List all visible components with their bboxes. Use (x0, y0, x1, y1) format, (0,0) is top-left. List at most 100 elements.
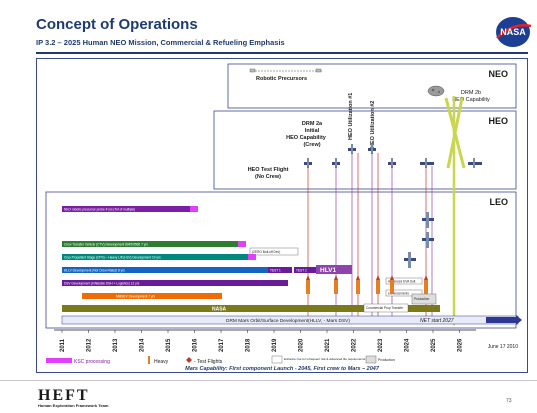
legend-test-flights-label: - Test Flights (194, 359, 223, 365)
neo-robotic-probe-bar (62, 206, 190, 212)
year-tick-label: 2016 (193, 338, 199, 352)
neo-region-label: NEO (488, 69, 508, 79)
nasa-bar-label: NASA (212, 307, 227, 313)
hlv1-block (316, 265, 352, 274)
advanced-eva-box (385, 277, 423, 285)
neo-region (227, 63, 517, 109)
hlv1-label: HLV1 (320, 267, 337, 274)
nasa-logo-swoosh (496, 24, 532, 39)
year-tick-label: 2014 (140, 338, 146, 352)
neo-robotic-probe-label: NEO robotic precursor probe # yrs (Tot o… (64, 208, 135, 212)
drm2a-label: Initial (305, 128, 320, 134)
enhancements-box (385, 289, 423, 297)
year-tick-label: 2011 (60, 338, 66, 352)
nasa-bar (62, 305, 440, 312)
year-tick-label: 2012 (87, 338, 93, 352)
legend-enhance-swatch (271, 355, 283, 364)
heft-logo-subtitle: Human Exploration Framework Team (38, 403, 109, 408)
production-label: Production (414, 297, 429, 301)
rocket-icon (390, 275, 394, 294)
drm2b-label: NEO Capability (452, 97, 490, 103)
crew-transfer-label: Crew Transfer Vehicle (CTV) Development … (64, 243, 148, 247)
cryo-stage-bar (62, 254, 248, 260)
spacecraft-icon (388, 158, 396, 168)
year-tick-label: 2022 (352, 338, 358, 352)
year-tick-label: 2025 (431, 338, 437, 352)
page-subtitle: IP 3.2 – 2025 Human NEO Mission, Commerc… (36, 38, 285, 47)
drm2a-label: DRM 2a (302, 121, 323, 127)
date-label: June 17 2010 (488, 344, 519, 350)
spacecraft-icon (348, 144, 356, 154)
ksc-processing-block (248, 254, 256, 260)
heft-logo: HEFT Human Exploration Framework Team (38, 387, 109, 408)
robotic-precursor-probe-icon (249, 68, 256, 73)
legend-heavy-icon (148, 356, 150, 364)
heft-logo-text: HEFT (38, 387, 90, 404)
concept-of-operations-diagram: NEO HEO LEO Robotic Precursors DRM 2b NE… (36, 58, 528, 373)
spacecraft-icon (420, 158, 434, 168)
legend-production-label: Production (378, 358, 395, 362)
spacecraft-icon (304, 158, 312, 168)
nasa-logo: NASA (496, 17, 532, 47)
commercial-prop-box (363, 303, 409, 313)
hllv-bar (62, 267, 268, 273)
spacecraft-icon (468, 158, 482, 168)
rocket-icon (334, 275, 338, 294)
net-start-label: NET start 2027 (420, 318, 454, 324)
drm-mars-arrow (486, 317, 516, 323)
year-tick-label: 2013 (113, 338, 119, 352)
arrow-head-icon (516, 315, 522, 325)
drm2a-label: (Crew) (303, 142, 320, 148)
heo-region (213, 110, 517, 190)
rocket-icon (376, 275, 380, 294)
robotic-precursor-probe-icon (315, 68, 322, 73)
mmsev-label: MMSEV Development 7 yrs (116, 295, 156, 299)
heo-test-flight-label: HEO Test Flight (248, 167, 289, 173)
nasa-logo-text: NASA (500, 27, 526, 37)
cryo-stage-label: Cryo Propellant Stage (CPS) – Heavy Lift… (64, 256, 161, 260)
test2-label: TEST 2 (296, 269, 307, 273)
enhancements-label: enhancements (388, 292, 409, 296)
space-station-icon (404, 212, 434, 268)
ksc-processing-block (238, 241, 246, 247)
year-tick-label: 2024 (405, 338, 411, 352)
spacecraft-icon (332, 158, 340, 168)
mars-capability-label: Mars Capability: First component Launch … (185, 366, 380, 372)
test2-block (294, 267, 316, 273)
heo-test-flight-label: (No Crew) (255, 174, 281, 180)
asteroid-icon (427, 85, 445, 97)
heo-utilization-1-label: HEO Utilization #1 (348, 93, 354, 140)
legend-ksc-swatch (46, 358, 72, 363)
robotic-precursors-label: Robotic Precursors (256, 76, 307, 82)
year-tick-label: 2026 (458, 338, 464, 352)
rocket-icon (356, 275, 360, 294)
legend-enhance-label: Enhance rise for infrequent risk & advan… (284, 357, 366, 361)
title-divider (36, 52, 528, 54)
spacecraft-icon (368, 144, 376, 154)
advanced-eva-label: Advanced EVA Suit (388, 280, 416, 284)
year-tick-label: 2020 (299, 338, 305, 352)
rocket-icon (306, 275, 310, 294)
dsv-label: DSV Development (Inflatable DSH + Logist… (64, 282, 140, 286)
year-tick-label: 2019 (272, 338, 278, 352)
page-number: 73 (506, 398, 512, 404)
commercial-prop-label: Commercial Prop Transfer (366, 306, 404, 310)
rocket-icon (424, 275, 428, 294)
drm2b-label: DRM 2b (461, 90, 481, 96)
zero-boiloff-box (249, 247, 299, 256)
year-tick-label: 2017 (219, 338, 225, 352)
mmsev-bar (82, 293, 222, 299)
legend-test-flight-icon (186, 357, 192, 363)
legend-production-swatch (365, 355, 377, 364)
zero-boiloff-label: (ZERO Boil-off Dev) (252, 250, 280, 254)
dsv-bar (62, 280, 288, 286)
year-tick-label: 2015 (166, 338, 172, 352)
drm2a-label: HEO Capability (286, 135, 327, 141)
legend-ksc-label: KSC processing (74, 359, 110, 365)
page-title: Concept of Operations (36, 16, 198, 33)
test1-label: TEST 1 (270, 269, 281, 273)
drm-mars-label: DRM Mars Orbit/Surface Development(HLLV,… (226, 318, 350, 324)
heo-region-label: HEO (488, 116, 508, 126)
